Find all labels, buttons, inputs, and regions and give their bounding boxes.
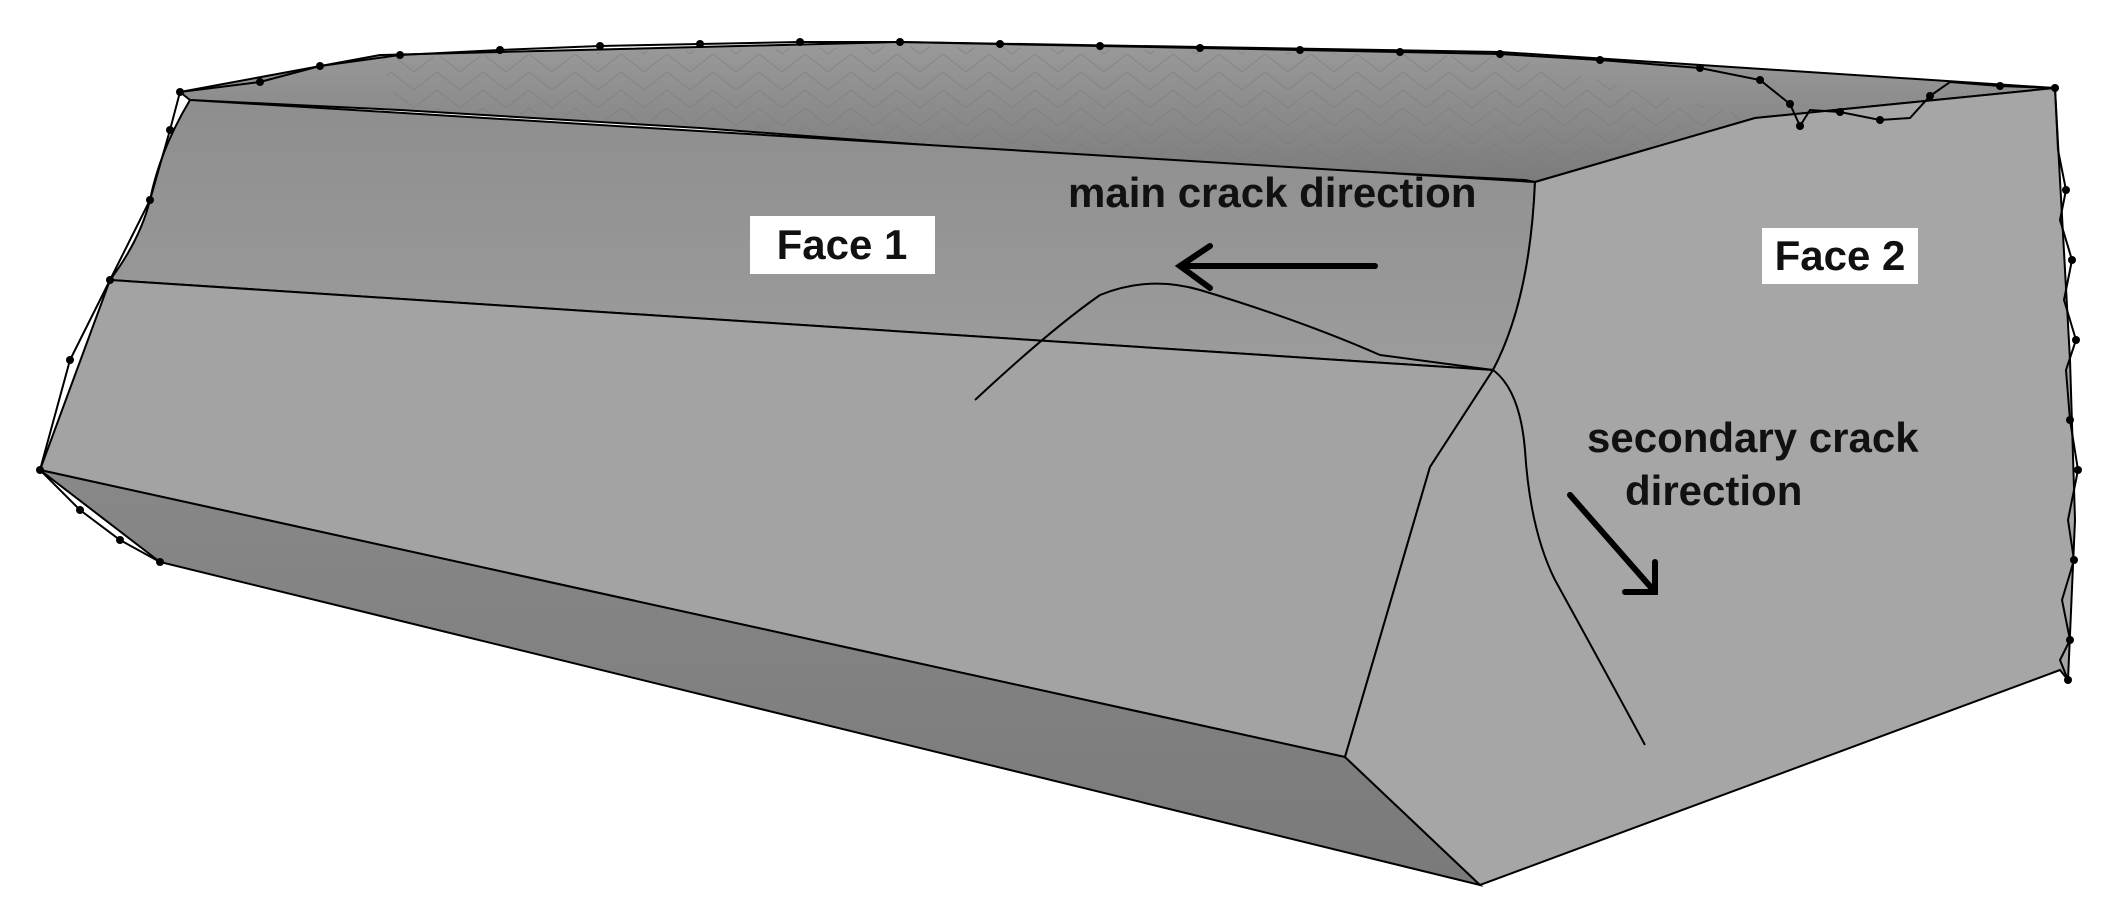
face1-label-box	[750, 216, 935, 274]
main-crack-line	[974, 282, 1494, 401]
top-face-mesh	[380, 46, 1755, 180]
secondary-crack-label-line1: secondary crack	[1587, 414, 1919, 461]
face2-label-box	[1762, 228, 1918, 284]
arrow-left-icon	[1174, 243, 1378, 291]
face1-label: Face 1	[777, 221, 908, 268]
top-edge-outline	[179, 41, 2056, 129]
main-crack-label: main crack direction	[1068, 169, 1477, 216]
edge-markers	[36, 38, 2082, 684]
face2-label: Face 2	[1775, 232, 1906, 279]
right-edge-outline	[2054, 87, 2080, 681]
secondary-crack-line	[1492, 369, 1646, 746]
arrow-down-right-icon	[1567, 492, 1658, 595]
secondary-crack-label-line2: direction	[1625, 467, 1802, 514]
